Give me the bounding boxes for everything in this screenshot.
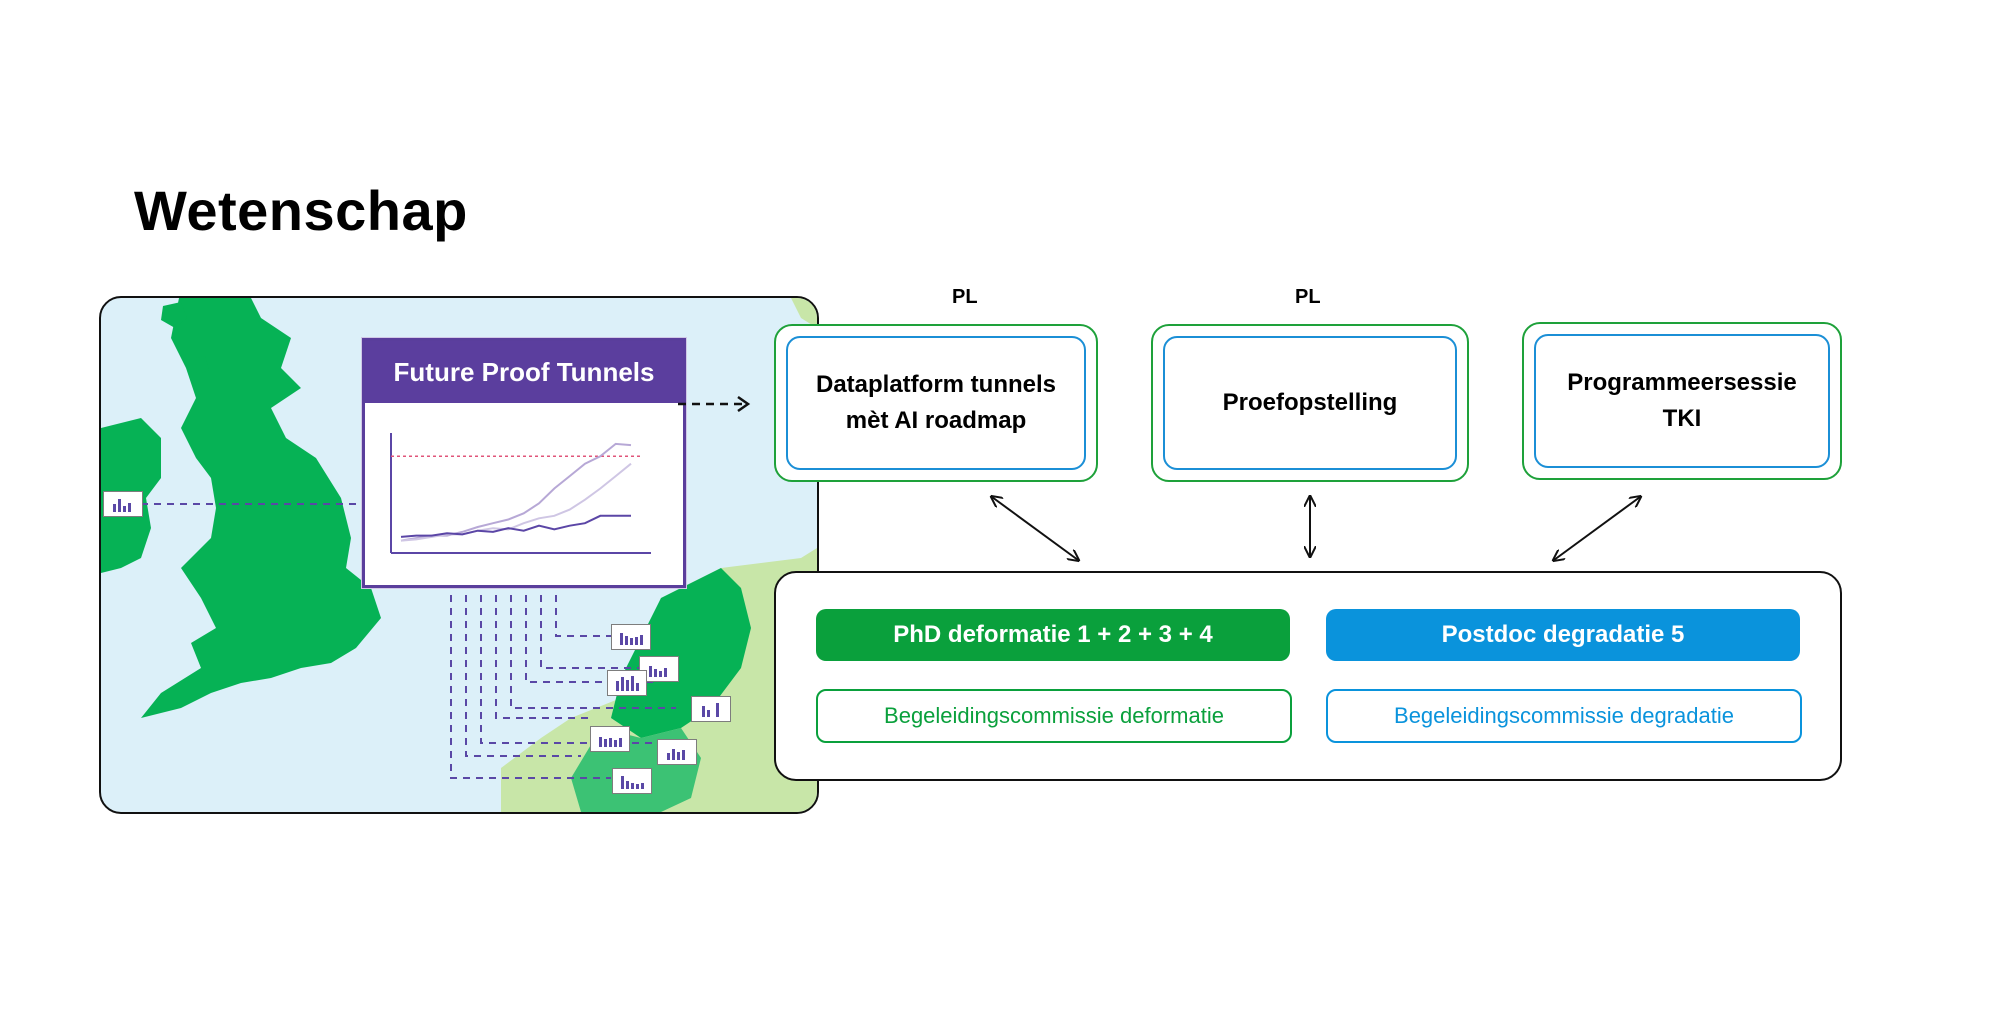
dataplatform-box[interactable]: Dataplatform tunnels mèt AI roadmap [774, 324, 1098, 482]
sensor-chip[interactable] [611, 624, 651, 650]
sensor-chip[interactable] [657, 739, 697, 765]
commission-deformatie-button[interactable]: Begeleidingscommissie deformatie [816, 689, 1292, 743]
great-britain-land [141, 298, 381, 718]
sensor-chip[interactable] [590, 726, 630, 752]
proefopstelling-box[interactable]: Proefopstelling [1151, 324, 1469, 482]
page-title: Wetenschap [134, 179, 468, 242]
corner-land [791, 298, 817, 328]
map-panel: Future Proof Tunnels [99, 296, 819, 814]
sensor-chip[interactable] [612, 768, 652, 794]
future-proof-tunnels-card[interactable]: Future Proof Tunnels [362, 338, 686, 588]
sensor-chip[interactable] [607, 670, 647, 696]
commission-degradatie-button[interactable]: Begeleidingscommissie degradatie [1326, 689, 1802, 743]
box-label: Programmeersessie [1567, 369, 1797, 396]
chart-card-title: Future Proof Tunnels [365, 341, 683, 403]
dashed-connectors [141, 503, 676, 779]
island-shape [161, 302, 187, 328]
continent-land [501, 298, 817, 812]
double-arrow [992, 497, 1078, 560]
pl-tag: PL [1295, 286, 1321, 308]
dashed-arrow [678, 395, 751, 413]
series-line [400, 514, 631, 538]
box-label: Dataplatform tunnels [815, 371, 1057, 398]
sensor-chip[interactable] [691, 696, 731, 722]
sensor-chip[interactable] [103, 491, 143, 517]
double-arrow [1554, 497, 1640, 560]
trend-chart [390, 433, 651, 554]
postdoc-button[interactable]: Postdoc degradatie 5 [1326, 609, 1800, 661]
series-line [400, 462, 632, 542]
island-shape [195, 356, 209, 374]
phd-button[interactable]: PhD deformatie 1 + 2 + 3 + 4 [816, 609, 1290, 661]
research-panel: PhD deformatie 1 + 2 + 3 + 4 Postdoc deg… [774, 571, 1842, 781]
box-label: mèt AI roadmap [845, 407, 1027, 434]
pl-tag: PL [952, 286, 978, 308]
box-label: TKI [1662, 405, 1702, 432]
box-label: Proefopstelling [1222, 389, 1398, 416]
